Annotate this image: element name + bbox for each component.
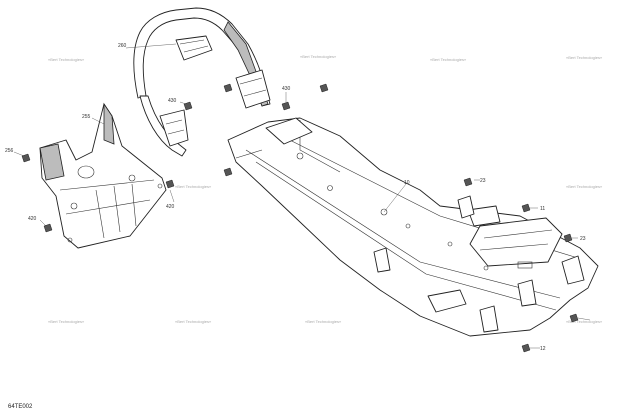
watermark: «Bert Technologies» [48, 57, 85, 62]
callout-430: 430 [282, 86, 291, 92]
bolt-icon [569, 313, 579, 323]
bolt-group-frame [463, 177, 579, 353]
nut-icon [319, 83, 329, 93]
bumper-handle-part [133, 7, 271, 157]
callout-420: 420 [166, 204, 175, 210]
nut-icon [281, 101, 291, 111]
watermark: «Bert Technologies» [48, 319, 85, 324]
callout-23: 23 [480, 178, 486, 184]
bolt-icon [521, 343, 531, 353]
bolt-icon [521, 203, 531, 213]
watermark: «Bert Technologies» [175, 319, 212, 324]
watermark: «Bert Technologies» [566, 184, 603, 189]
bolt-icon [21, 153, 31, 163]
nut-icon [223, 83, 233, 93]
bolt-icon [463, 177, 473, 187]
leader-lines [13, 43, 591, 349]
nut-icon [563, 233, 573, 243]
watermark: «Bert Technologies» [430, 57, 467, 62]
bolt-icon [223, 167, 233, 177]
callout-11: 11 [540, 206, 545, 212]
watermark: «Bert Technologies» [300, 54, 337, 59]
callout-260: 260 [118, 43, 127, 49]
watermark: «Bert Technologies» [305, 319, 342, 324]
watermark-group: «Bert Technologies» «Bert Technologies» … [48, 54, 603, 324]
callout-420: 420 [28, 216, 37, 222]
callout-256: 256 [5, 148, 14, 154]
bolt-icon [165, 179, 175, 189]
diagram-code: 64TE002 [8, 404, 33, 410]
callout-23: 23 [580, 236, 586, 242]
callout-255: 255 [82, 114, 91, 120]
callout-10: 10 [404, 180, 410, 186]
callout-12: 12 [540, 346, 546, 352]
watermark: «Bert Technologies» [175, 184, 212, 189]
callout-430: 430 [168, 98, 177, 104]
nut-icon [183, 101, 193, 111]
watermark: «Bert Technologies» [566, 55, 603, 60]
watermark: «Bert Technologies» [566, 319, 603, 324]
front-skid-plate-part [39, 102, 167, 249]
main-skid-plate-part [227, 117, 599, 337]
callout-labels: 260 255 256 430 430 420 420 10 11 12 23 … [5, 43, 586, 352]
